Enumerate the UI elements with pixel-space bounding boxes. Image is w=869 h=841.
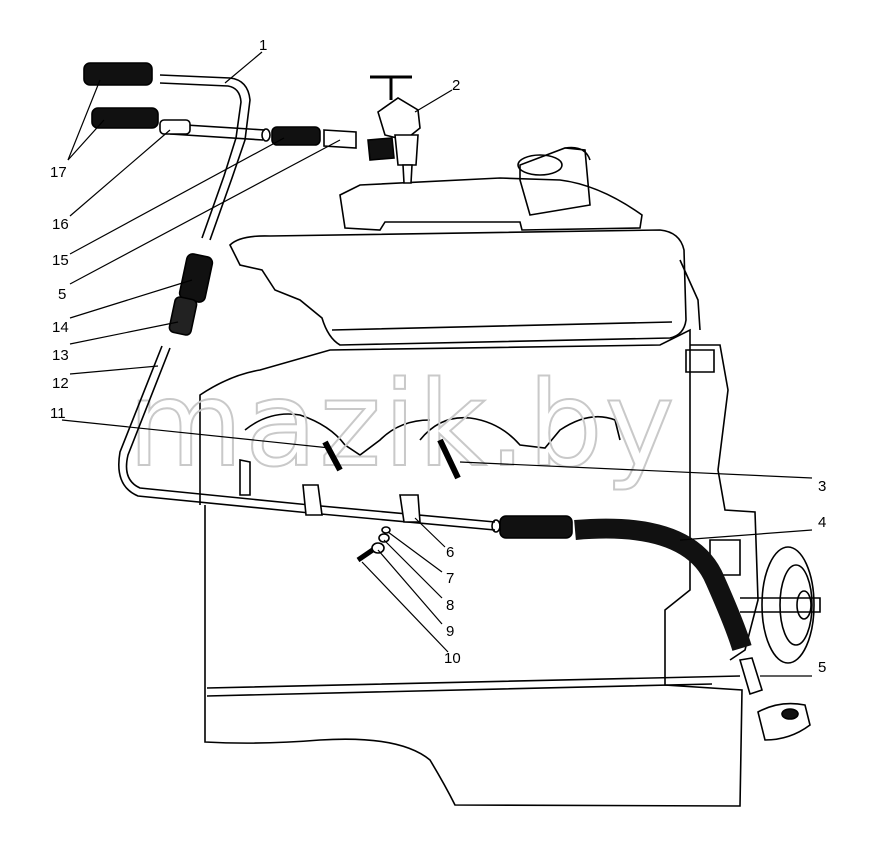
callout-3: 3	[818, 478, 826, 495]
leader-15	[69, 137, 285, 255]
heater-pipe-upper-inner	[159, 82, 242, 239]
engine-crankcase-flange	[206, 675, 741, 697]
watermark: mazik.by	[128, 355, 677, 493]
heater-pipe-lower-inner	[118, 345, 496, 531]
callout-4: 4	[818, 514, 826, 531]
crankshaft-pulley-outer	[761, 546, 815, 664]
callout-11: 11	[50, 405, 66, 422]
washer-9	[371, 542, 385, 554]
exhaust-port-2	[419, 415, 621, 449]
leader-1	[224, 51, 263, 84]
valve-body	[377, 97, 421, 141]
heater-tap-valve	[367, 75, 421, 184]
adapter-hole	[781, 708, 799, 720]
leader-7	[387, 531, 443, 573]
callout-13: 13	[52, 347, 69, 364]
engine-crankcase-outline	[204, 505, 743, 807]
fitting-5-lower	[738, 657, 763, 696]
callout-5-upper: 5	[58, 286, 66, 303]
callout-1: 1	[259, 37, 267, 54]
hose-17-upper	[83, 62, 153, 86]
leader-8	[383, 539, 443, 599]
heater-pipe-lower	[125, 347, 496, 523]
callout-12: 12	[52, 375, 69, 392]
leader-9	[377, 549, 443, 625]
callout-16: 16	[52, 216, 69, 233]
hose-15	[271, 126, 321, 146]
callout-10: 10	[444, 650, 461, 667]
engine-block	[199, 146, 821, 807]
callout-8: 8	[446, 597, 454, 614]
callout-14: 14	[52, 319, 69, 336]
washer-8	[378, 533, 390, 543]
callout-9: 9	[446, 623, 454, 640]
crankshaft-pulley-hub	[796, 590, 812, 620]
leader-17b	[67, 119, 105, 161]
clamp-13	[168, 296, 198, 336]
callout-15: 15	[52, 252, 69, 269]
fitting-5-upper	[323, 129, 357, 149]
leader-11	[61, 419, 331, 449]
leader-13	[69, 321, 179, 345]
leader-4	[679, 529, 813, 541]
air-intake-opening	[517, 154, 563, 176]
valve-cover-rim	[331, 259, 701, 331]
leader-2	[414, 89, 453, 113]
hose-17-lower	[91, 107, 159, 129]
leader-14	[69, 279, 193, 319]
leader-6	[414, 517, 446, 548]
exhaust-manifold-flange	[239, 459, 251, 496]
pulley-shaft	[740, 597, 821, 613]
callout-17: 17	[50, 164, 67, 181]
leader-5a	[69, 139, 341, 285]
exhaust-stud-1	[322, 440, 343, 472]
hose-14	[178, 253, 214, 303]
washer-7	[381, 526, 391, 534]
heater-pipe-lower-end	[491, 519, 501, 533]
callout-5-lower: 5	[818, 659, 826, 676]
pipe-adapter-block	[757, 702, 811, 741]
connector-16	[159, 119, 191, 135]
leader-3	[459, 461, 813, 479]
callout-2: 2	[452, 77, 460, 94]
exhaust-port-1	[244, 413, 431, 456]
callout-6: 6	[446, 544, 454, 561]
callout-7: 7	[446, 570, 454, 587]
valve-handle	[370, 75, 412, 100]
leader-lines	[61, 51, 813, 677]
crankshaft-pulley-inner	[779, 564, 813, 646]
heater-pipe-upper	[159, 74, 251, 241]
heater-pipe-assembly	[83, 62, 811, 741]
valve-outlet	[394, 134, 419, 166]
engine-block-side	[199, 328, 691, 505]
air-intake-elbow	[519, 146, 591, 216]
heater-pipe-end	[261, 128, 271, 142]
pipe-bracket-2	[399, 494, 421, 523]
intake-manifold	[339, 177, 643, 231]
hose-4	[574, 518, 752, 651]
valve-side-port	[367, 137, 395, 161]
exhaust-stud-2	[437, 438, 461, 480]
pipe-bracket-1	[302, 484, 323, 516]
leader-16	[69, 129, 171, 217]
timing-cover	[690, 344, 759, 661]
callout-labels: 1 2 3 4 5 6 7 8 9 10 11 12 13 14 5 15 16…	[50, 37, 826, 676]
leader-12	[69, 365, 159, 375]
valve-nipple	[402, 164, 413, 184]
valve-cover	[229, 229, 687, 346]
leader-10	[361, 561, 449, 653]
hose-coupling-4	[499, 515, 573, 539]
leader-17a	[67, 79, 101, 161]
